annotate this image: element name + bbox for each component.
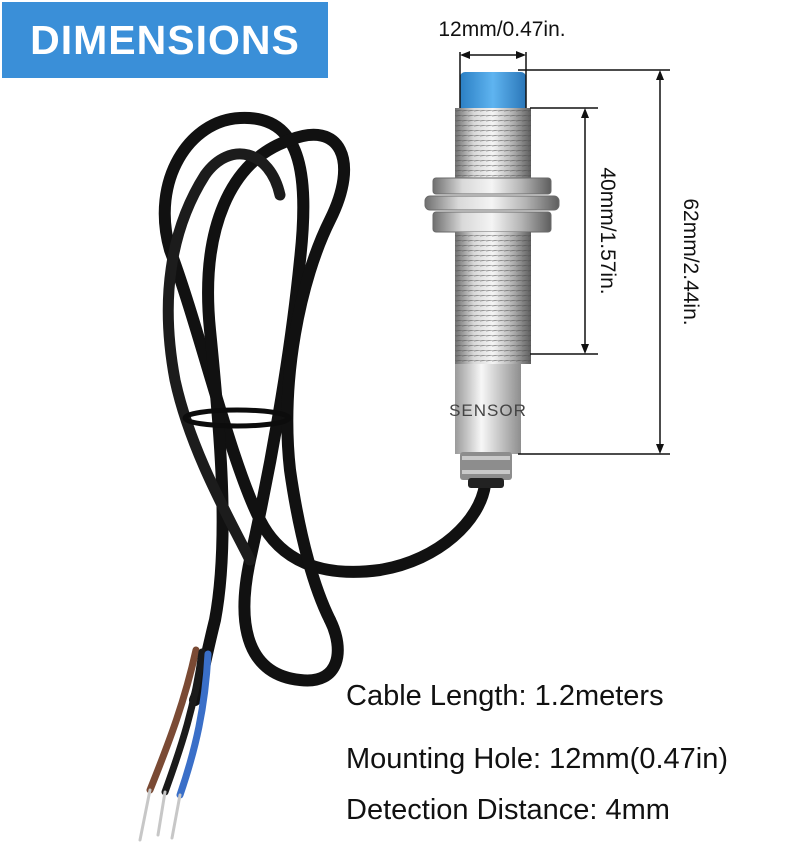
dimension-diameter: 12mm/0.47in. xyxy=(438,18,566,108)
dimensions-banner: DIMENSIONS xyxy=(2,2,328,78)
washer xyxy=(424,195,560,211)
wire-leads xyxy=(138,646,212,842)
wire-tip-2 xyxy=(156,790,167,837)
wire-tip-3 xyxy=(170,793,182,840)
banner-title: DIMENSIONS xyxy=(30,16,300,63)
wire-brown xyxy=(146,646,200,794)
wire-blue xyxy=(176,650,212,799)
sensor-sleeve xyxy=(455,364,521,454)
wire-black xyxy=(161,648,206,796)
wire-tip-1 xyxy=(138,788,152,842)
diameter-label: 12mm/0.47in. xyxy=(438,18,565,41)
thread-length-label: 40mm/1.57in. xyxy=(596,167,619,294)
sensor-body: SENSOR xyxy=(424,72,560,488)
cable-loop-inner xyxy=(189,128,351,706)
spec-cable-length: Cable Length: 1.2meters xyxy=(346,680,664,712)
dimension-total-length: 62mm/2.44in. xyxy=(518,69,702,455)
spec-mounting-hole: Mounting Hole: 12mm(0.47in) xyxy=(346,743,729,775)
spec-detection-distance: Detection Distance: 4mm xyxy=(346,794,670,826)
sensor-cap xyxy=(460,72,526,114)
hex-nut-bottom xyxy=(432,211,552,233)
dimension-thread-length: 40mm/1.57in. xyxy=(530,107,619,355)
cable-loop-third xyxy=(162,148,286,566)
cable-tie xyxy=(182,407,292,429)
hex-nut-top xyxy=(432,177,552,195)
cable xyxy=(158,111,491,706)
sensor-body-text: SENSOR xyxy=(449,401,527,420)
total-length-label: 62mm/2.44in. xyxy=(679,198,702,325)
